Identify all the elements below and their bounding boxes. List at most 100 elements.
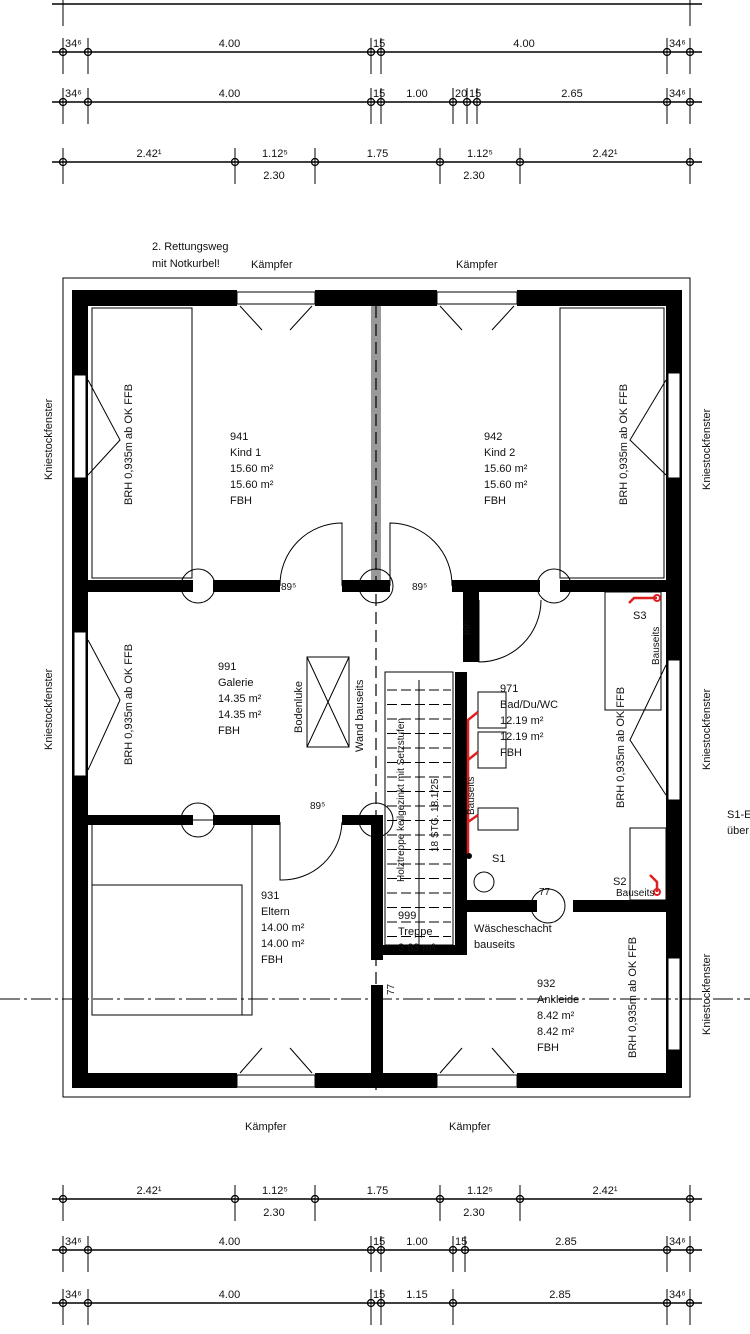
- room-name: Eltern: [261, 906, 290, 918]
- room-name: Kind 2: [484, 447, 515, 459]
- note-vent-1: S1-Entlüft: [727, 809, 750, 821]
- dimension-label: 15: [455, 1236, 467, 1248]
- interior-walls: [0, 306, 750, 1090]
- room-area2: 15.60 m²: [484, 479, 528, 491]
- dimension-sub-label: 2.30: [263, 170, 284, 182]
- dimension-sub-label: 2.30: [463, 1207, 484, 1219]
- note-laundry-2: bauseits: [474, 939, 515, 951]
- dimension-label: 2.42¹: [136, 148, 161, 160]
- building-outline: [62, 277, 691, 1098]
- room-area1: 3.63 m²: [398, 942, 436, 954]
- dimension-label: 20: [455, 88, 467, 100]
- label-kaempfer-top-right: Kämpfer: [456, 259, 498, 271]
- label-s2: S2: [613, 876, 626, 888]
- label-bauseits-1: Bauseits: [466, 777, 477, 815]
- room-area1: 14.00 m²: [261, 922, 305, 934]
- dimension-sub-label: 2.30: [463, 170, 484, 182]
- room-name: Galerie: [218, 677, 253, 689]
- door-width-4: 77: [539, 887, 551, 898]
- label-bauseits-3: Bauseits: [616, 888, 654, 899]
- label-kaempfer-bottom-right: Kämpfer: [449, 1121, 491, 1133]
- room-number: 942: [484, 431, 502, 443]
- dimension-label: 34⁶: [669, 38, 686, 50]
- room-number: 991: [218, 661, 236, 673]
- dimension-label: 34⁶: [669, 1289, 686, 1301]
- note-vent-2: über Dach: [727, 825, 750, 837]
- label-bauseits-2: Bauseits: [651, 627, 662, 665]
- door-width-1: 89⁵: [281, 582, 296, 593]
- room-heating: FBH: [218, 725, 240, 737]
- label-bodenluke: Bodenluke: [293, 681, 305, 733]
- room-heating: FBH: [230, 495, 252, 507]
- door-width-ankleide: 77: [386, 983, 397, 995]
- dimension-label: 34⁶: [65, 88, 82, 100]
- room-number: 931: [261, 890, 279, 902]
- label-brh-bad: BRH 0,935m ab OK FFB: [615, 687, 627, 808]
- room-name: Ankleide: [537, 994, 579, 1006]
- dimension-label: 2.42¹: [592, 148, 617, 160]
- label-kniestock-right-2: Kniestockfenster: [701, 688, 713, 770]
- dimension-label: 4.00: [513, 38, 534, 50]
- dimension-label: 1.12⁵: [262, 1185, 288, 1197]
- dimension-label: 15: [373, 1289, 385, 1301]
- label-stair-description: Holztreppe keilgezinkt mit Setzstufen: [396, 718, 407, 882]
- label-stair-steps: 18 STG. 18.1/25: [430, 778, 441, 852]
- dimension-chain-bottom-2: 34⁶ 4.00 15 1.00 15 2.85 34⁶: [52, 1236, 702, 1272]
- dimension-label: 15: [469, 88, 481, 100]
- room-number: 999: [398, 910, 416, 922]
- room-name: Kind 1: [230, 447, 261, 459]
- room-heating: FBH: [537, 1042, 559, 1054]
- dimension-label: 4.00: [219, 1236, 240, 1248]
- label-brh-kind1: BRH 0,935m ab OK FFB: [123, 384, 135, 505]
- furniture: [91, 307, 667, 1016]
- label-kniestock-left-2: Kniestockfenster: [43, 668, 55, 750]
- room-area1: 12.19 m²: [500, 715, 544, 727]
- room-area1: 15.60 m²: [230, 463, 274, 475]
- note-escape-2: mit Notkurbel!: [152, 258, 220, 270]
- dimension-label: 1.00: [406, 1236, 427, 1248]
- dimension-label: 1.75: [367, 1185, 388, 1197]
- room-area2: 8.42 m²: [537, 1026, 575, 1038]
- label-s3: S3: [633, 610, 646, 622]
- dimension-label: 2.42¹: [136, 1185, 161, 1197]
- room-area2: 15.60 m²: [230, 479, 274, 491]
- rotated-labels: Kniestockfenster Kniestockfenster Kniest…: [43, 384, 713, 1058]
- room-area2: 12.19 m²: [500, 731, 544, 743]
- dimension-label: 34⁶: [65, 1236, 82, 1248]
- dimension-label: 2.85: [549, 1289, 570, 1301]
- room-area1: 15.60 m²: [484, 463, 528, 475]
- label-kaempfer-bottom-left: Kämpfer: [245, 1121, 287, 1133]
- dimension-label: 34⁶: [669, 1236, 686, 1248]
- door-width-2: 89⁵: [412, 582, 427, 593]
- dimension-label: 15: [373, 1236, 385, 1248]
- dimension-label: 4.00: [219, 38, 240, 50]
- dimension-label: 15: [373, 38, 385, 50]
- dimension-label: 4.00: [219, 88, 240, 100]
- dimension-sub-label: 2.30: [263, 1207, 284, 1219]
- dimension-label: 2.65: [561, 88, 582, 100]
- dimension-label: 1.12⁵: [467, 1185, 493, 1197]
- room-number: 932: [537, 978, 555, 990]
- label-s1: S1: [492, 853, 505, 865]
- label-kniestock-right-1: Kniestockfenster: [701, 408, 713, 490]
- dimension-label: 4.00: [219, 1289, 240, 1301]
- staircase: [384, 671, 454, 946]
- dimension-label: 1.00: [406, 88, 427, 100]
- label-kniestock-left-1: Kniestockfenster: [43, 398, 55, 480]
- plumbing-lines: [466, 594, 661, 896]
- room-number: 941: [230, 431, 248, 443]
- room-name: Bad/Du/WC: [500, 699, 558, 711]
- dimension-label: 1.12⁵: [262, 148, 288, 160]
- dimension-label: 2.85: [555, 1236, 576, 1248]
- room-heating: FBH: [500, 747, 522, 759]
- dimension-label: 1.12⁵: [467, 148, 493, 160]
